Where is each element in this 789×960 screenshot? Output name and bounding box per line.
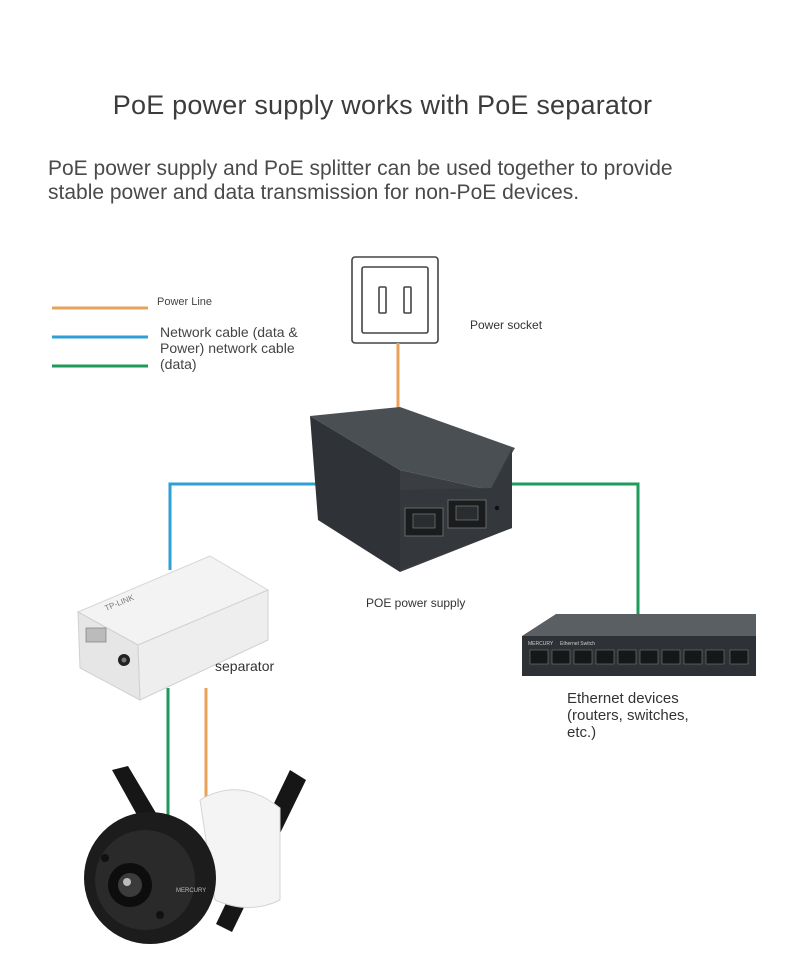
splitter-icon [78, 556, 268, 700]
poe-supply-label: POE power supply [366, 596, 465, 610]
separator-label: separator [215, 658, 274, 675]
camera-brand: MERCURY [176, 888, 206, 894]
poe-cable-to-separator [170, 484, 318, 570]
legend-network-cable-label: Network cable (data & Power) network cab… [160, 324, 320, 372]
poe-supply-icon [310, 407, 515, 572]
ethernet-devices-label: Ethernet devices (routers, switches, etc… [567, 690, 707, 741]
switch-icon [522, 614, 756, 676]
legend-power-line-label: Power Line [157, 297, 217, 308]
camera-icon [84, 766, 306, 944]
switch-model: Ethernet Switch [560, 641, 595, 647]
power-socket-icon [352, 257, 438, 343]
switch-brand: MERCURY [528, 641, 554, 647]
power-socket-label: Power socket [470, 318, 542, 332]
data-cable-to-switch [512, 484, 638, 618]
